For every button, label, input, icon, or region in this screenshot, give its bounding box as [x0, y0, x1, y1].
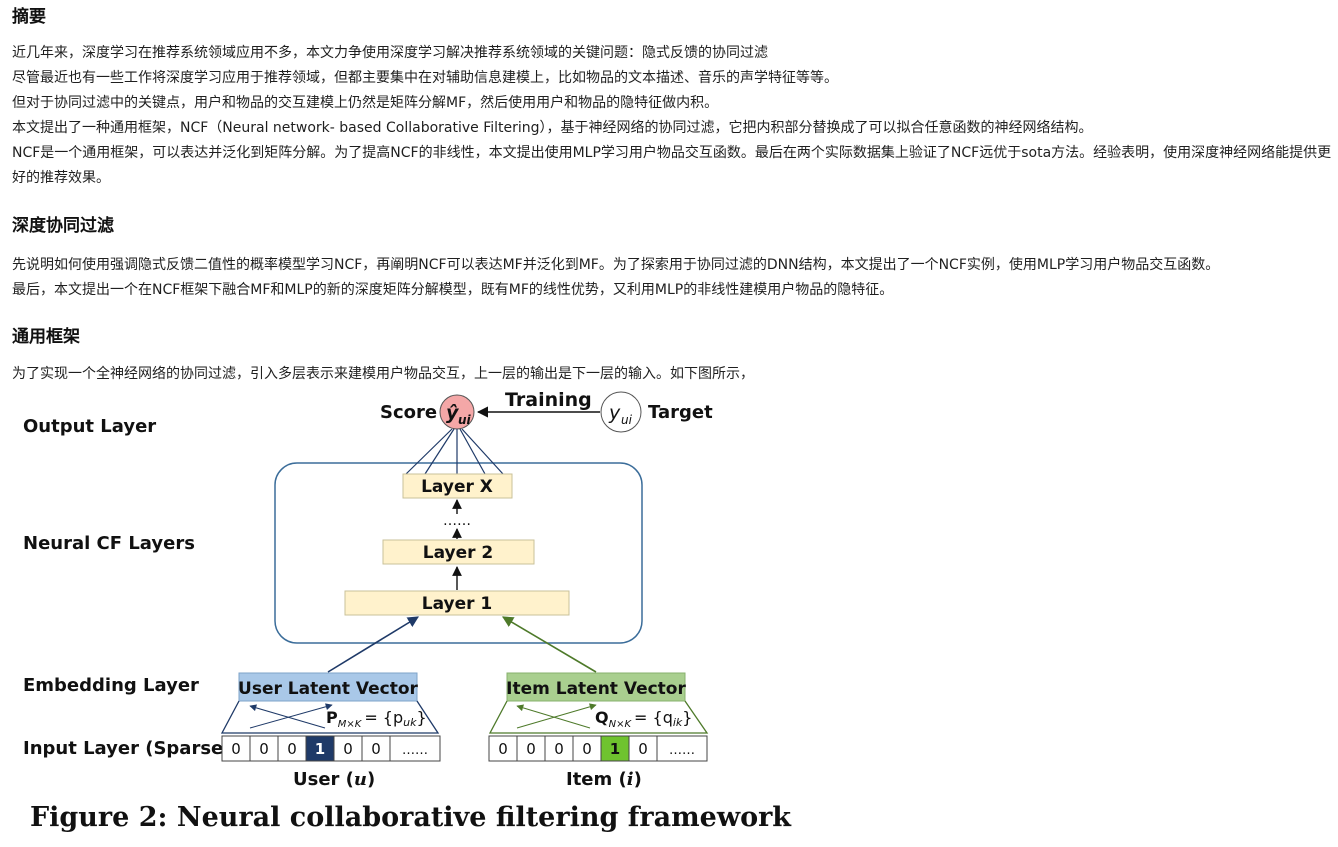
- item-input-cell-value: 1: [610, 740, 620, 758]
- user-mapping-arrow: [249, 704, 326, 729]
- user-input-cell-value: 0: [259, 740, 269, 758]
- item-embedding-arrow: [502, 616, 597, 673]
- user-input-cell: [221, 735, 251, 762]
- deep-cf-body: 先说明如何使用强调隐式反馈二值性的概率模型学习NCF，再阐明NCF可以表达MF并…: [12, 253, 1334, 303]
- input-layer-label: Input Layer (Sparse): [23, 738, 231, 759]
- output-edge: [405, 428, 453, 475]
- abstract-paragraph: 但对于协同过滤中的关键点，用户和物品的交互建模上仍然是矩阵分解MF，然后使用用户…: [12, 95, 719, 111]
- embedding-layer-label: Embedding Layer: [23, 675, 199, 696]
- output-edge: [461, 428, 504, 475]
- framework-paragraph: 为了实现一个全神经网络的协同过滤，引入多层表示来建模用户物品交互，上一层的输出是…: [12, 366, 754, 382]
- item-input-cell: [656, 735, 708, 762]
- target-symbol: y: [608, 402, 621, 424]
- user-input-cell-value: 1: [315, 740, 325, 758]
- output-edge: [424, 428, 455, 475]
- output-edge: [459, 428, 486, 475]
- item-input-cell: [516, 735, 546, 762]
- neural-cf-frame: [274, 462, 643, 644]
- item-latent-vector-box: [506, 672, 686, 702]
- user-input-cell-active: [305, 735, 335, 762]
- abstract-paragraph: NCF是一个通用框架，可以表达并泛化到矩阵分解。为了提高NCF的非线性，本文提出…: [12, 145, 1332, 186]
- item-mapping-arrow: [516, 703, 597, 729]
- layer-2-box: [382, 539, 535, 565]
- training-label: Training: [505, 389, 592, 411]
- user-latent-vector-box: [238, 672, 418, 702]
- layer-x-label: Layer X: [421, 477, 493, 497]
- item-embedding-trapezoid: [488, 700, 709, 734]
- user-input-cell-value: 0: [371, 740, 381, 758]
- item-input-cell-value: 0: [498, 740, 508, 758]
- target-subscript: ui: [621, 413, 633, 427]
- score-subscript: ui: [458, 413, 472, 427]
- user-input-cell-value: 0: [231, 740, 241, 758]
- layer-x-box: [402, 473, 513, 499]
- framework-heading: 通用框架: [12, 327, 80, 347]
- user-input-cell-value: ……: [402, 743, 428, 758]
- item-input-cell: [544, 735, 574, 762]
- layer-1-label: Layer 1: [422, 594, 493, 614]
- user-embedding-matrix: PM×K= {puk}: [326, 708, 427, 730]
- deep-cf-paragraph: 最后，本文提出一个在NCF框架下融合MF和MLP的新的深度矩阵分解模型，既有MF…: [12, 282, 894, 298]
- layer-2-label: Layer 2: [423, 543, 494, 563]
- target-node: [600, 391, 642, 433]
- abstract-paragraph: 近几年来，深度学习在推荐系统领域应用不多，本文力争使用深度学习解决推荐系统领域的…: [12, 45, 768, 61]
- item-mapping-arrow: [516, 704, 591, 729]
- user-input-cell-value: 0: [287, 740, 297, 758]
- layer-ellipsis: ……: [443, 513, 471, 529]
- user-embedding-trapezoid: [220, 700, 440, 734]
- figure-caption: Figure 2: Neural collaborative filtering…: [30, 802, 792, 833]
- item-input-label: Item (i): [566, 769, 642, 790]
- user-input-label: User (u): [293, 769, 375, 790]
- abstract-paragraph: 本文提出了一种通用框架，NCF（Neural network- based Co…: [12, 120, 1093, 136]
- item-input-cell-value: 0: [582, 740, 592, 758]
- user-latent-vector-label: User Latent Vector: [238, 679, 419, 699]
- target-label: Target: [648, 402, 713, 423]
- ncf-diagram: Output Layer Neural CF Layers Embedding …: [23, 389, 713, 790]
- deep-cf-heading: 深度协同过滤: [12, 216, 114, 236]
- item-embedding-matrix: QN×K= {qik}: [595, 708, 692, 730]
- user-input-cell: [389, 735, 441, 762]
- item-input-cell-value: ……: [669, 743, 695, 758]
- item-latent-vector-label: Item Latent Vector: [506, 679, 686, 699]
- abstract-body: 近几年来，深度学习在推荐系统领域应用不多，本文力争使用深度学习解决推荐系统领域的…: [12, 41, 1334, 191]
- deep-cf-paragraph: 先说明如何使用强调隐式反馈二值性的概率模型学习NCF，再阐明NCF可以表达MF并…: [12, 257, 1220, 273]
- user-input-cell: [277, 735, 307, 762]
- item-input-cell-value: 0: [554, 740, 564, 758]
- user-input-cell: [333, 735, 363, 762]
- item-input-cell-active: [600, 735, 630, 762]
- item-input-cell-value: 0: [638, 740, 648, 758]
- ncf-framework-figure: Output Layer Neural CF Layers Embedding …: [0, 385, 800, 847]
- score-label: Score: [380, 402, 437, 423]
- neural-cf-layers-label: Neural CF Layers: [23, 533, 195, 554]
- framework-body: 为了实现一个全神经网络的协同过滤，引入多层表示来建模用户物品交互，上一层的输出是…: [12, 362, 1334, 387]
- abstract-heading: 摘要: [12, 7, 46, 27]
- user-mapping-arrow: [249, 703, 333, 729]
- layer-1-box: [344, 590, 570, 616]
- score-symbol: ŷ: [446, 402, 460, 424]
- item-input-cell-value: 0: [526, 740, 536, 758]
- user-input-cell-value: 0: [343, 740, 353, 758]
- user-input-cell: [361, 735, 391, 762]
- abstract-paragraph: 尽管最近也有一些工作将深度学习应用于推荐领域，但都主要集中在对辅助信息建模上，比…: [12, 70, 838, 86]
- output-layer-label: Output Layer: [23, 416, 156, 437]
- user-embedding-arrow: [327, 616, 419, 673]
